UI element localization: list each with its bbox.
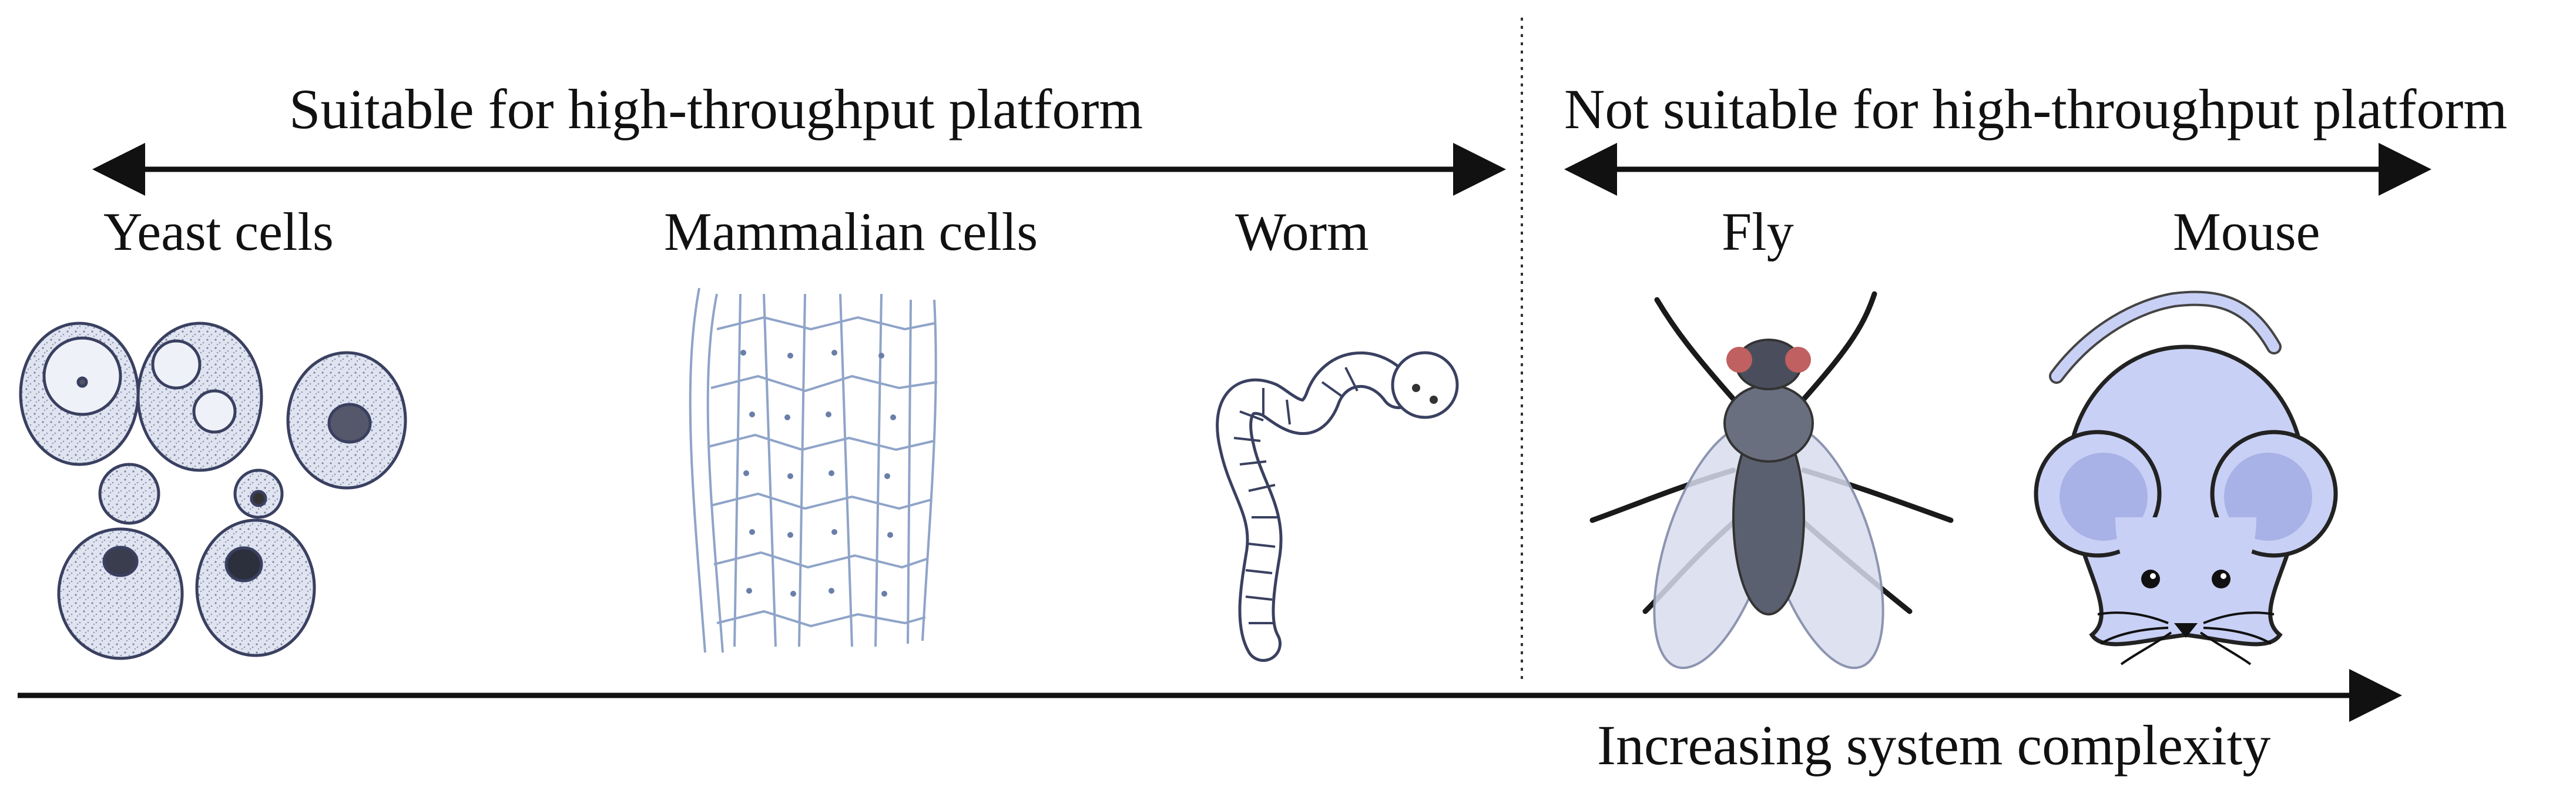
yeast-cells-label: Yeast cells — [103, 202, 334, 262]
fly-illustration — [1589, 291, 1954, 670]
worm-illustration — [1216, 351, 1459, 662]
suitable-label: Suitable for high-throughput platform — [289, 78, 1143, 140]
mammalian-cells-illustration — [689, 287, 938, 653]
mammalian-cells-label: Mammalian cells — [664, 202, 1038, 262]
not-suitable-label: Not suitable for high-throughput platfor… — [1564, 78, 2508, 140]
worm-label: Worm — [1235, 202, 1369, 262]
complexity-axis-label: Increasing system complexity — [1597, 714, 2271, 777]
mouse-illustration — [2034, 290, 2338, 665]
mouse-label: Mouse — [2173, 202, 2320, 262]
fly-label: Fly — [1722, 202, 1794, 262]
yeast-cells-illustration — [19, 322, 407, 660]
